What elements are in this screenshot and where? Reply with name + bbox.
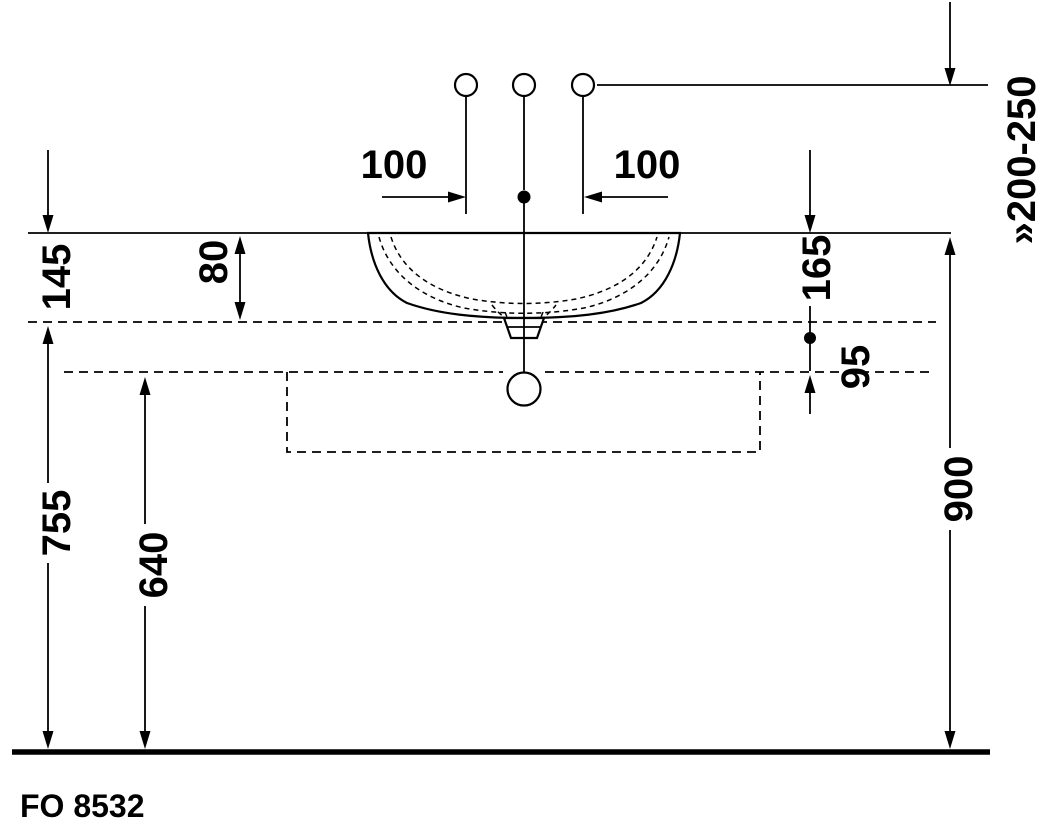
arrow-up-icon: [234, 236, 246, 254]
arrow-left-icon: [584, 191, 602, 203]
dimension-900: 900: [937, 237, 981, 749]
arrow-up-icon: [804, 375, 816, 393]
dimension-165: 165: [795, 150, 839, 344]
dimension-640: 640: [132, 377, 176, 749]
tap-hole-left-icon: [453, 72, 479, 98]
dim-640-label: 640: [132, 532, 176, 599]
dim-755-label: 755: [35, 490, 79, 557]
drain-outlet-circle: [506, 371, 542, 407]
dim-145-label: 145: [35, 244, 79, 311]
dim-100-left-label: 100: [361, 143, 428, 187]
siphon-clearance-box: [286, 372, 761, 453]
dimension-80: 80: [192, 236, 246, 320]
dimension-145: 145: [35, 150, 79, 310]
arrow-right-icon: [448, 191, 466, 203]
arrow-up-icon: [944, 237, 956, 255]
drawing-code: FO 8532: [20, 788, 145, 824]
supply-dimension: »200-250: [597, 2, 1044, 245]
dim-supply-range-label: »200-250: [1000, 75, 1044, 244]
dim-80-label: 80: [192, 240, 236, 285]
reference-lines: [28, 232, 951, 453]
arrow-up-icon: [42, 326, 54, 344]
washbasin: [366, 197, 682, 407]
dim-95-label: 95: [834, 345, 878, 390]
arrow-down-icon: [42, 731, 54, 749]
tap-holes: [453, 72, 596, 214]
arrow-down-icon: [234, 302, 246, 320]
arrow-down-icon: [944, 68, 956, 86]
dim-100-right-label: 100: [614, 143, 681, 187]
dim-165-label: 165: [795, 235, 839, 302]
arrow-down-icon: [804, 215, 816, 233]
arrow-up-icon: [139, 377, 151, 395]
dimension-95: 95: [804, 338, 878, 414]
arrow-down-icon: [42, 215, 54, 233]
dim-900-label: 900: [937, 456, 981, 523]
dimension-755: 755: [35, 326, 79, 749]
arrow-down-icon: [139, 731, 151, 749]
arrow-down-icon: [944, 731, 956, 749]
tap-spacing-dimension: 100 100: [361, 143, 681, 203]
tap-hole-center-icon: [511, 72, 537, 98]
basin-inner-wall-dashed: [378, 236, 670, 314]
tap-hole-right-icon: [570, 72, 596, 98]
